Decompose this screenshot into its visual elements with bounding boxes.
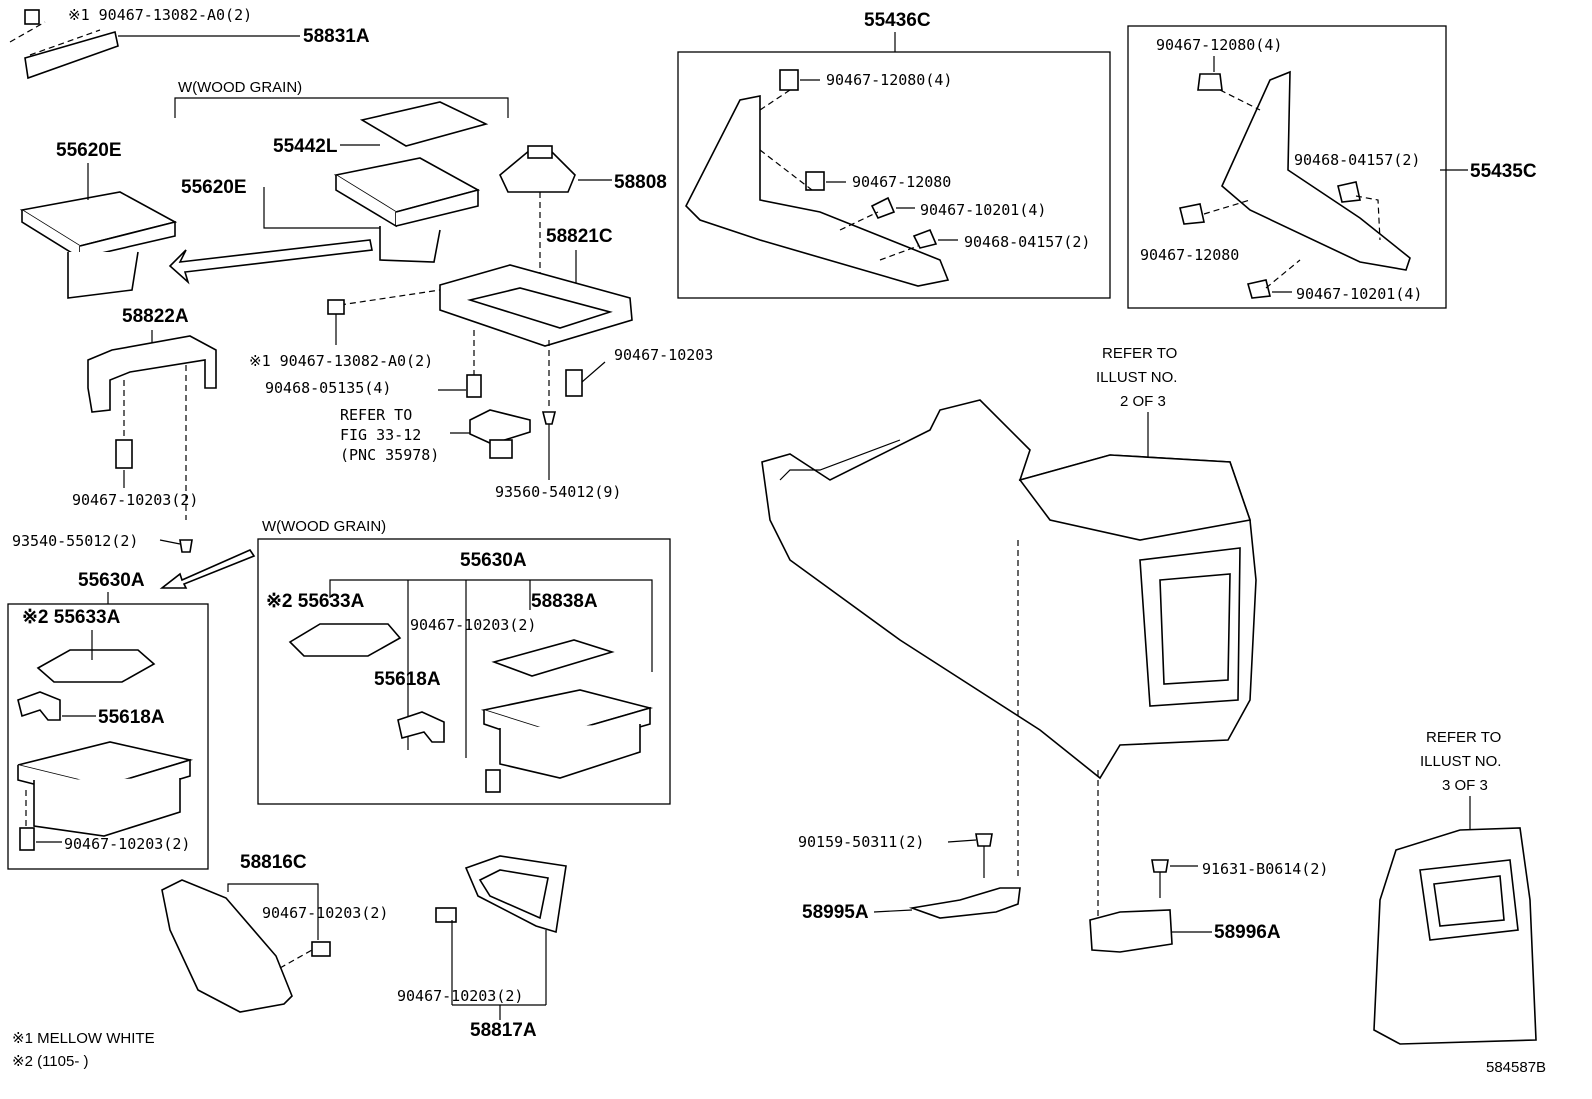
part-58817A (464, 855, 567, 934)
label-wood-grain-2: W(WOOD GRAIN) (262, 518, 386, 535)
label-clip-1-mid: ※1 90467-13082-A0(2) (249, 352, 433, 370)
label-90468-05135: 90468-05135(4) (265, 379, 391, 397)
part-55435C (1221, 70, 1411, 271)
label-90467-10203-d: 90467-10203(2) (64, 835, 190, 853)
label-93560-54012: 93560-54012(9) (495, 483, 621, 501)
part-55630A-mid (480, 689, 654, 779)
label-b2-12080-4: 90467-12080(4) (1156, 36, 1282, 54)
label-58831A: 58831A (303, 26, 370, 47)
part-55620E (19, 191, 178, 299)
part-55436C (685, 95, 950, 287)
label-refer-fig-3: (PNC 35978) (340, 446, 439, 464)
part-58995A (908, 887, 1021, 919)
part-55620E-tray (333, 157, 481, 263)
label-refer-fig-1: REFER TO (340, 406, 412, 424)
label-55435C: 55435C (1470, 161, 1537, 182)
diagram-id: 584587B (1486, 1059, 1546, 1076)
label-58995A: 58995A (802, 902, 869, 923)
label-b1-12080: 90467-12080 (852, 173, 951, 191)
label-b2-12080: 90467-12080 (1140, 246, 1239, 264)
part-58821C (439, 264, 633, 347)
label-58821C: 58821C (546, 226, 613, 247)
box-55435C (1127, 25, 1447, 309)
label-55436C: 55436C (864, 10, 931, 31)
label-b1-12080-4: 90467-12080(4) (826, 71, 952, 89)
label-55620E-a: 55620E (56, 140, 122, 161)
label-55633A-left: ※2 55633A (22, 607, 121, 628)
part-55442L-lid (359, 101, 489, 147)
label-55618A-left: 55618A (98, 707, 165, 728)
label-55633A-mid: ※2 55633A (266, 591, 365, 612)
label-refer3-line1: REFER TO (1426, 729, 1501, 746)
part-58808 (499, 145, 576, 193)
part-58816C (161, 879, 293, 1013)
label-refer3-line3: 3 OF 3 (1442, 777, 1488, 794)
label-90467-10203-f: 90467-10203(2) (397, 987, 523, 1005)
label-90467-10203-e: 90467-10203(2) (262, 904, 388, 922)
label-55630A-left: 55630A (78, 570, 145, 591)
label-refer2-line1: REFER TO (1102, 345, 1177, 362)
part-58822A (87, 335, 217, 413)
label-90467-10203-b: 90467-10203(2) (72, 491, 198, 509)
label-58816C: 58816C (240, 852, 307, 873)
label-55442L: 55442L (273, 136, 338, 157)
label-93540-55012: 93540-55012(2) (12, 532, 138, 550)
note-1: ※1 MELLOW WHITE (12, 1030, 155, 1047)
part-93560-screw (541, 411, 557, 480)
label-b2-04157: 90468-04157(2) (1294, 151, 1420, 169)
label-refer3-line2: ILLUST NO. (1420, 753, 1501, 770)
part-58996A (1089, 909, 1173, 953)
part-rear-panel (1373, 827, 1537, 1045)
label-wood-grain-1: W(WOOD GRAIN) (178, 79, 302, 96)
box-55630A-left (7, 603, 209, 870)
label-90467-10203-a: 90467-10203 (614, 346, 713, 364)
label-58817A: 58817A (470, 1020, 537, 1041)
label-clip-1-top: ※1 90467-13082-A0(2) (68, 6, 252, 24)
label-55618A-mid: 55618A (374, 669, 441, 690)
label-58838A: 58838A (531, 591, 598, 612)
label-90467-10203-c: 90467-10203(2) (410, 616, 536, 634)
box-55436C (677, 51, 1111, 299)
label-58808: 58808 (614, 172, 667, 193)
label-55620E-b: 55620E (181, 177, 247, 198)
label-90159-50311: 90159-50311(2) (798, 833, 924, 851)
panel-58831A (9, 9, 300, 80)
part-console-body (761, 399, 1257, 780)
label-b1-10201: 90467-10201(4) (920, 201, 1046, 219)
part-55630A-left (17, 741, 194, 837)
label-58996A: 58996A (1214, 922, 1281, 943)
label-b2-10201: 90467-10201(4) (1296, 285, 1422, 303)
label-58822A: 58822A (122, 306, 189, 327)
box-55630A-mid (257, 538, 671, 805)
label-55630A-mid: 55630A (460, 550, 527, 571)
label-refer2-line2: ILLUST NO. (1096, 369, 1177, 386)
label-refer2-line3: 2 OF 3 (1120, 393, 1166, 410)
note-2: ※2 (1105- ) (12, 1053, 89, 1070)
label-91631-B0614: 91631-B0614(2) (1202, 860, 1328, 878)
part-35978-switch (469, 409, 531, 459)
label-b1-04157: 90468-04157(2) (964, 233, 1090, 251)
label-refer-fig-2: FIG 33-12 (340, 426, 421, 444)
